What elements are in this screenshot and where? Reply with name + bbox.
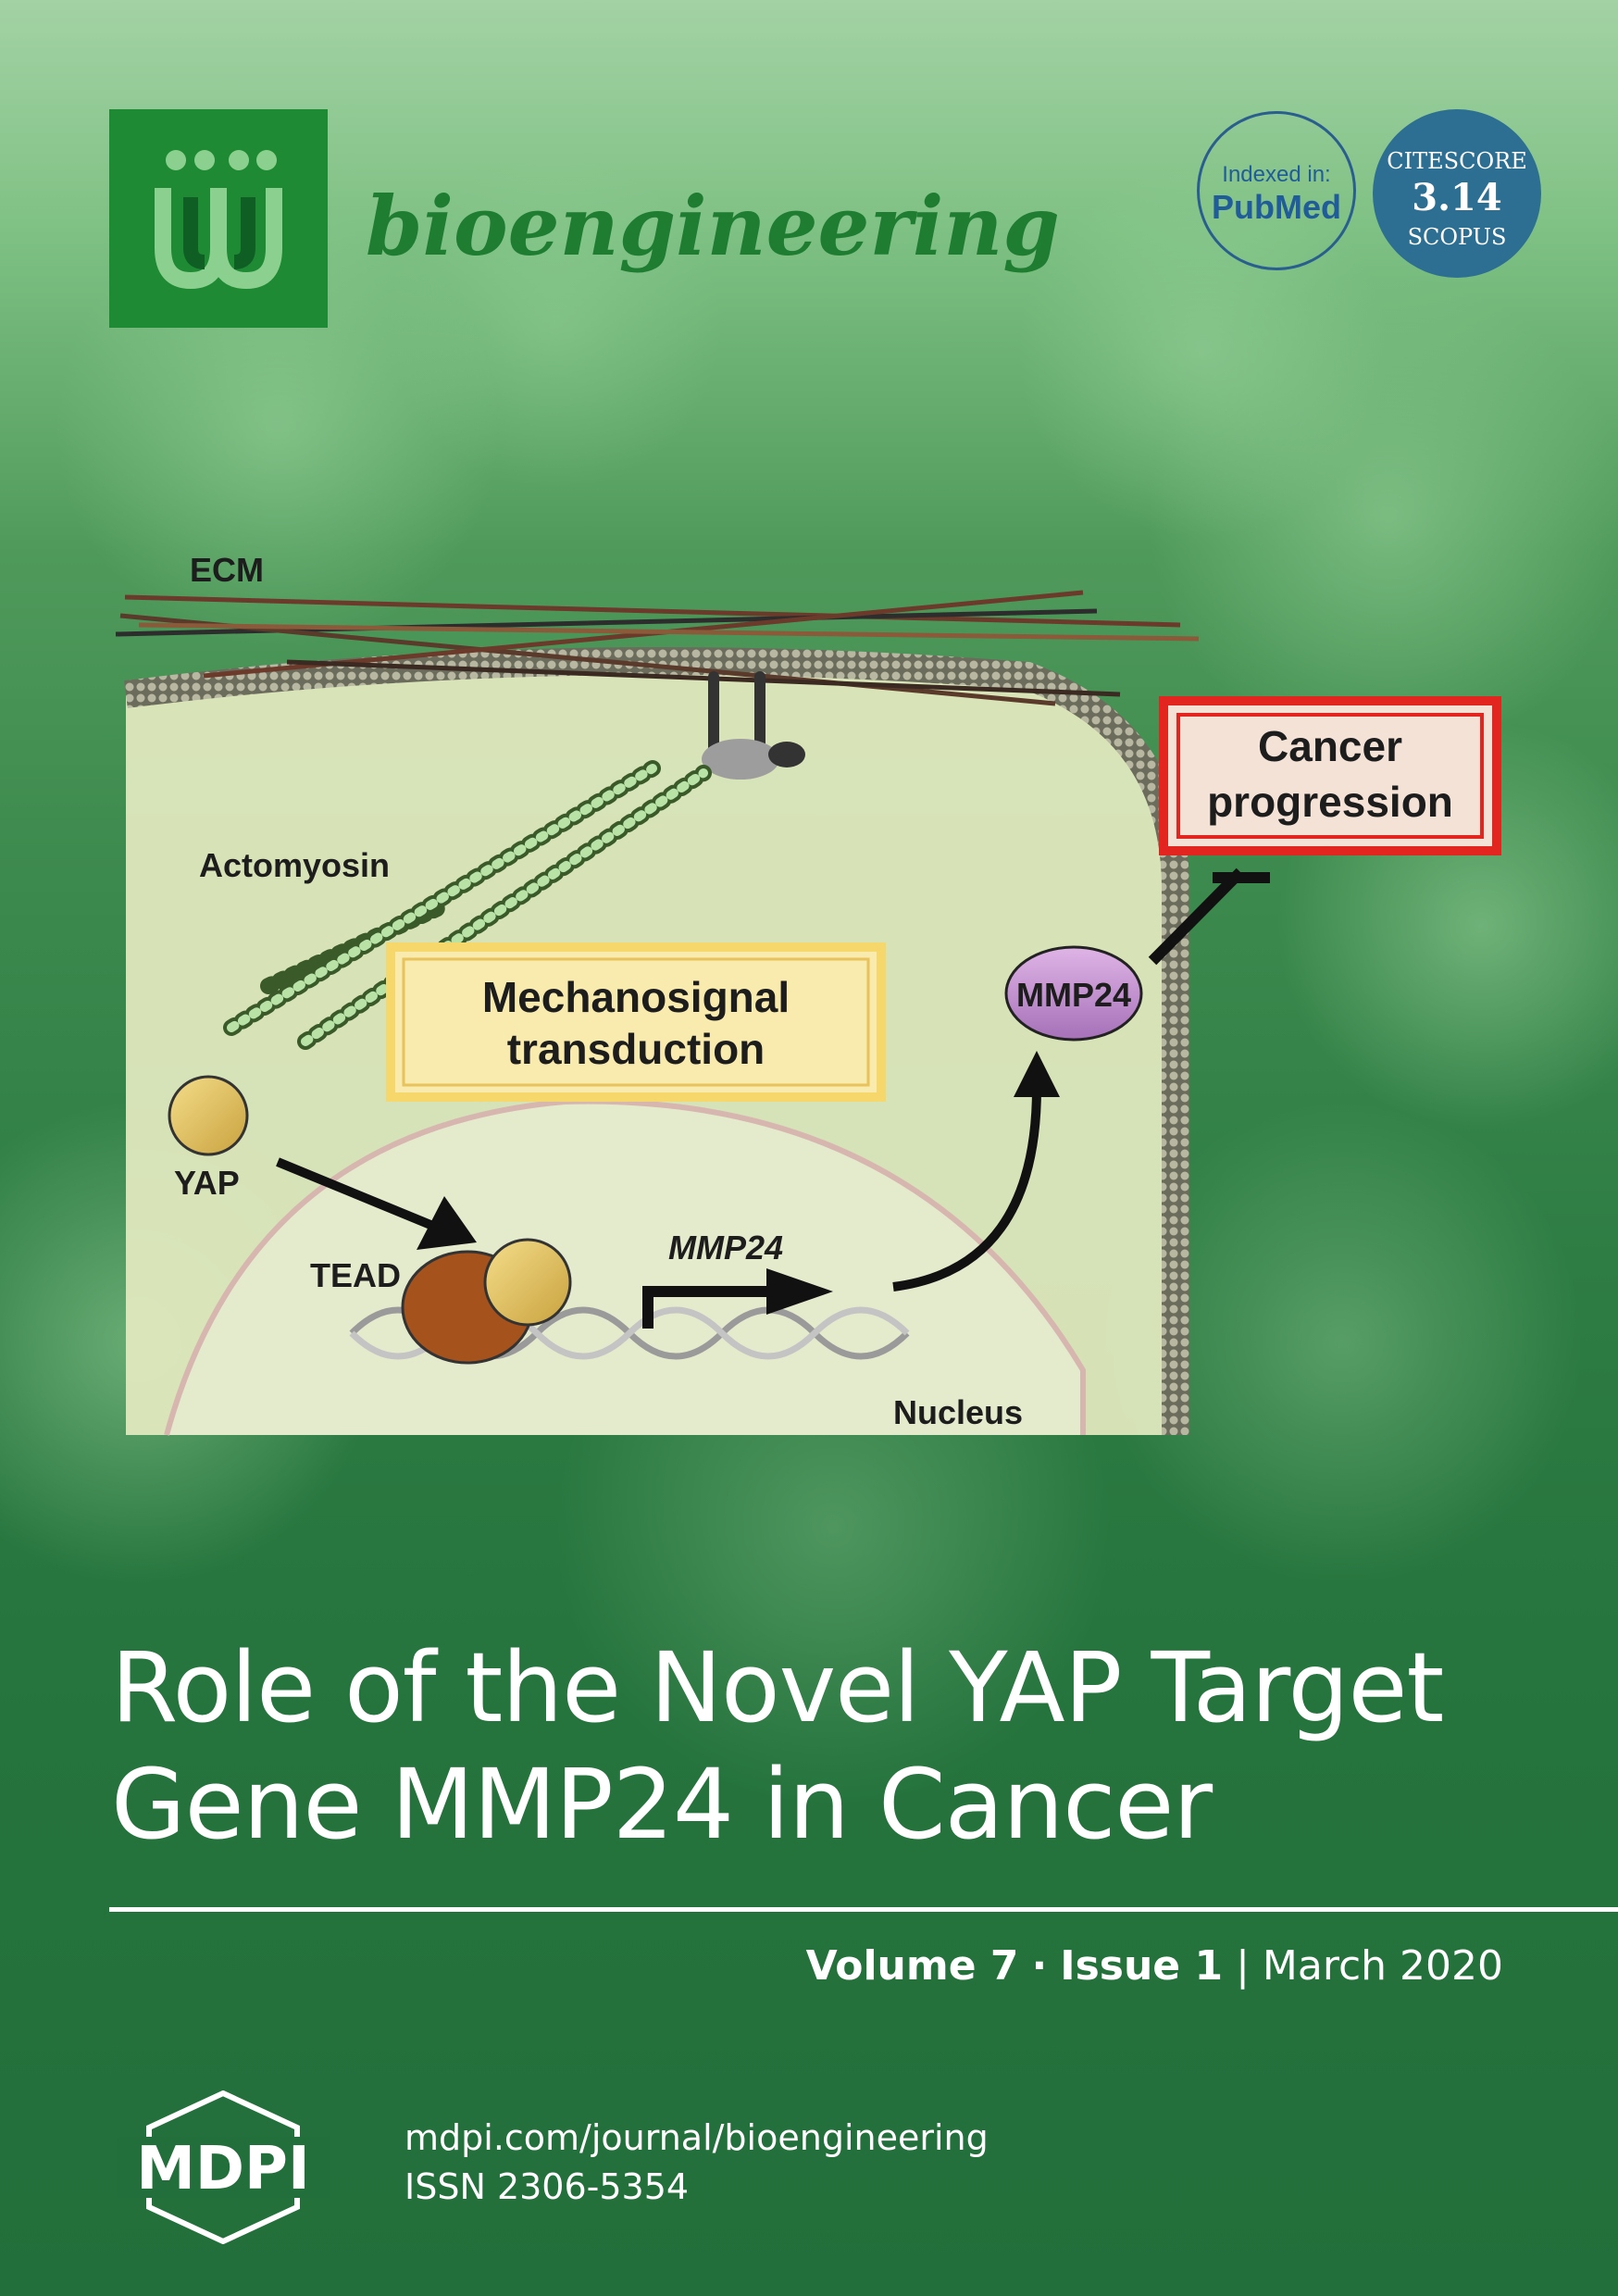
- promoter-arrow: [642, 1286, 768, 1329]
- cell-membrane: [124, 647, 1189, 1435]
- issue-separator: ·: [1031, 1942, 1048, 1990]
- title-divider: [109, 1907, 1618, 1912]
- mechanosignal-label-line1: Mechanosignal: [482, 973, 790, 1021]
- issue-number: Issue 1: [1060, 1942, 1224, 1990]
- tead-label: TEAD: [310, 1256, 401, 1294]
- yap-protein: [168, 1075, 249, 1156]
- yap-label: YAP: [174, 1164, 240, 1202]
- issue-date: March 2020: [1262, 1942, 1503, 1990]
- integrin-receptor: [702, 671, 805, 780]
- mechanosignal-box: [386, 942, 886, 1102]
- actomyosin-beads: [227, 764, 708, 1046]
- cancer-label-line1: Cancer: [1258, 722, 1402, 770]
- volume-label: Volume 7: [805, 1942, 1019, 1990]
- cover-title-line2: Gene MMP24 in Cancer: [111, 1748, 1213, 1861]
- mdpi-logo: MDPI: [117, 2090, 330, 2244]
- nucleus-label: Nucleus: [893, 1393, 1023, 1431]
- mdpi-logo-text: MDPI: [136, 2135, 310, 2203]
- cover-title: Role of the Novel YAP Target Gene MMP24 …: [111, 1629, 1555, 1863]
- actomyosin-label: Actomyosin: [199, 846, 390, 884]
- cancer-progression-box: [1159, 696, 1501, 855]
- ecm-label: ECM: [190, 551, 264, 589]
- bioengineering-logo-icon: [155, 150, 282, 290]
- inhibition-line: [1148, 867, 1245, 966]
- pubmed-name: PubMed: [1212, 188, 1341, 226]
- citescore-value: 3.14: [1412, 176, 1502, 219]
- journal-logo: [109, 109, 328, 328]
- mmp24-gene-label: MMP24: [668, 1229, 783, 1267]
- yap-bound-protein: [483, 1238, 572, 1327]
- mechanosignal-label-line2: transduction: [507, 1025, 765, 1073]
- journal-url[interactable]: mdpi.com/journal/bioengineering: [404, 2117, 989, 2158]
- issn: ISSN 2306-5354: [404, 2166, 690, 2207]
- issue-info: Volume 7 · Issue 1 | March 2020: [806, 1942, 1503, 1990]
- mmp24-protein: [1004, 945, 1143, 1042]
- journal-name: bioengineering: [366, 178, 1060, 274]
- ecm-fibers: [115, 590, 1200, 706]
- pubmed-indexed-label: Indexed in:: [1222, 162, 1331, 187]
- pubmed-badge: Indexed in: PubMed: [1197, 111, 1356, 270]
- expression-arrow: [892, 1087, 1041, 1292]
- cover-figure-diagram: ECM Actomyosin Mechanosignal transductio…: [115, 551, 1501, 1436]
- cancer-label-line2: progression: [1207, 778, 1453, 826]
- issue-divider: |: [1236, 1942, 1250, 1990]
- citescore-label: CITESCORE: [1387, 148, 1527, 174]
- mmp24-protein-label: MMP24: [1016, 976, 1131, 1014]
- citescore-source: SCOPUS: [1407, 224, 1507, 250]
- citescore-badge: CITESCORE 3.14 SCOPUS: [1373, 109, 1541, 278]
- yap-to-tead-arrow: [276, 1157, 437, 1231]
- cover-title-line1: Role of the Novel YAP Target: [111, 1631, 1444, 1744]
